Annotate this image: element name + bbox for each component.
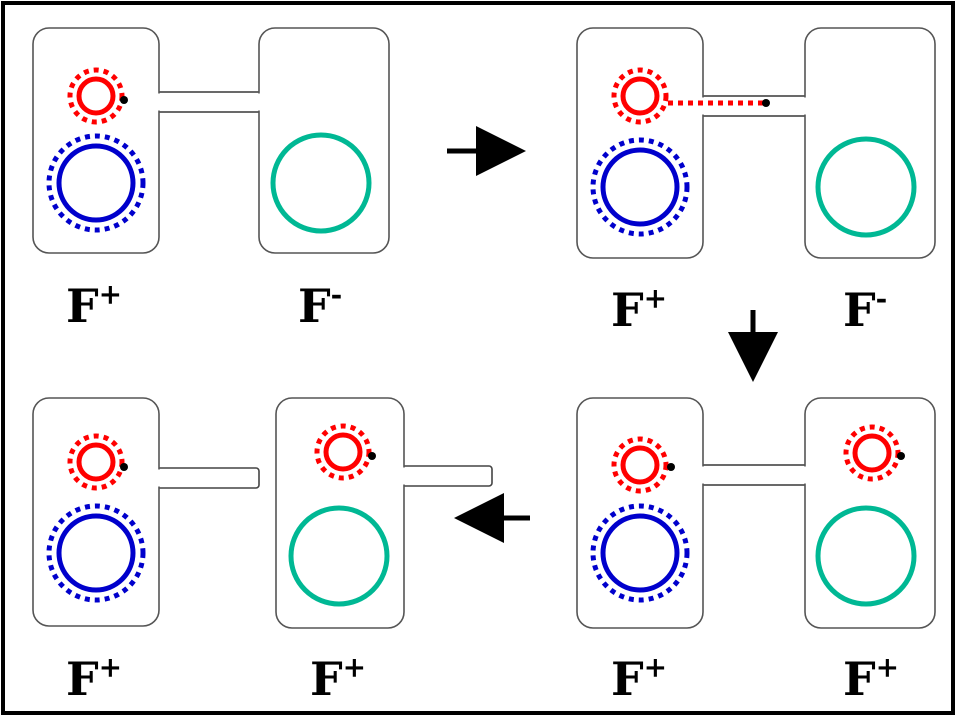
cell-label: F- xyxy=(843,282,887,337)
origin-dot xyxy=(120,463,128,471)
recipient-cell xyxy=(275,397,405,629)
panel-bottom-left: F+ F+ xyxy=(32,397,493,706)
donor-cell xyxy=(32,27,160,254)
cell-label: F+ xyxy=(66,651,122,706)
f-plasmid-outer xyxy=(67,433,125,491)
origin-dot xyxy=(762,99,770,107)
chromosome-inner xyxy=(600,147,680,227)
pilus-stub xyxy=(154,467,260,489)
cell-label: F+ xyxy=(843,651,899,706)
recipient-chromosome xyxy=(270,132,372,234)
f-plasmid-inner xyxy=(620,445,660,485)
donor-cell xyxy=(576,27,704,259)
chromosome-outer xyxy=(590,137,690,237)
donor-cell xyxy=(576,397,704,629)
pilus-bridge xyxy=(701,95,807,117)
origin-dot xyxy=(120,96,128,104)
cell-label: F- xyxy=(298,278,342,333)
origin-dot xyxy=(667,463,675,471)
pilus-stub xyxy=(399,465,493,487)
chromosome-outer xyxy=(590,503,690,603)
f-plasmid-outer xyxy=(314,423,372,481)
recipient-cell xyxy=(804,27,936,259)
recipient-chromosome xyxy=(288,505,390,607)
chromosome-outer xyxy=(46,133,146,233)
f-plasmid-outer xyxy=(611,436,669,494)
origin-dot xyxy=(897,452,905,460)
f-plasmid-inner xyxy=(620,76,660,116)
cell-label: F+ xyxy=(611,651,667,706)
recipient-cell xyxy=(804,397,936,629)
f-plasmid-inner xyxy=(323,432,363,472)
chromosome-outer xyxy=(46,503,146,603)
panel-top-right: F+ F- xyxy=(576,27,936,337)
f-plasmid-outer xyxy=(67,67,125,125)
cell-label: F+ xyxy=(66,278,122,333)
f-plasmid-inner xyxy=(852,433,892,473)
cell-label: F+ xyxy=(310,651,366,706)
chromosome-inner xyxy=(56,513,136,593)
recipient-cell xyxy=(258,27,390,254)
f-plasmid-inner xyxy=(76,76,116,116)
f-plasmid-outer xyxy=(611,67,669,125)
pilus-bridge xyxy=(157,91,263,113)
panel-bottom-right: F+ F+ xyxy=(576,397,936,706)
chromosome-inner xyxy=(600,513,680,593)
cell-label: F+ xyxy=(611,282,667,337)
origin-dot xyxy=(368,452,376,460)
recipient-chromosome xyxy=(815,136,917,238)
f-plasmid-outer xyxy=(843,424,901,482)
f-plasmid-inner xyxy=(76,442,116,482)
panel-top-left: F+ F- xyxy=(32,27,390,333)
recipient-chromosome xyxy=(815,505,917,607)
chromosome-inner xyxy=(56,143,136,223)
pilus-bridge xyxy=(701,464,807,486)
